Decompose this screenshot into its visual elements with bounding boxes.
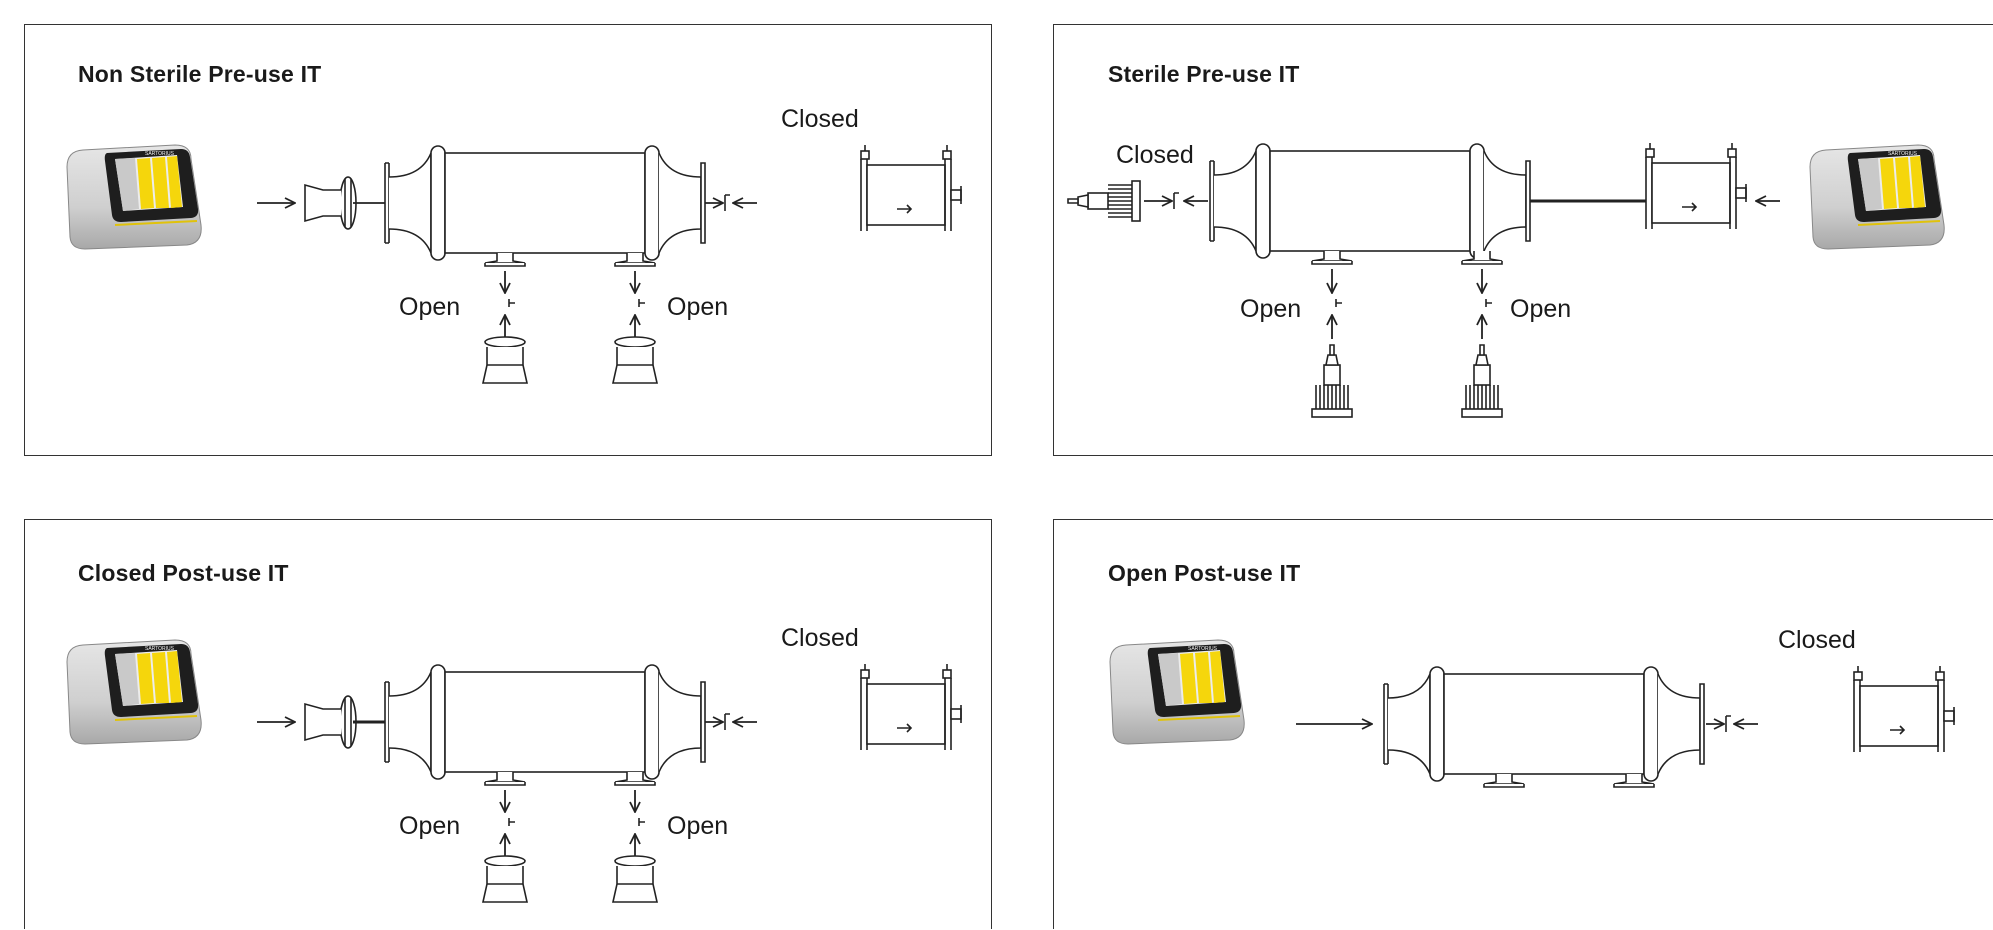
sterile-connector-icon xyxy=(1311,344,1353,418)
diagram-non-sterile-pre-use xyxy=(66,144,962,384)
closed-label: Closed xyxy=(781,105,859,133)
panel-open-post-use: Open Post-use IT Closed xyxy=(1053,519,1993,929)
clamp-icon xyxy=(724,194,731,212)
open-label-left: Open xyxy=(399,812,461,840)
sterile-connector-icon xyxy=(304,176,357,230)
open-label-right: Open xyxy=(667,293,729,321)
panel-title: Non Sterile Pre-use IT xyxy=(78,61,322,87)
panel-title: Closed Post-use IT xyxy=(78,560,289,586)
test-cartridge-icon xyxy=(860,663,962,751)
end-cap-icon xyxy=(482,855,528,903)
port-left-icon xyxy=(484,771,526,786)
port-right-icon xyxy=(1461,250,1503,265)
integrity-tester-icon xyxy=(1109,639,1246,745)
panel-sterile-pre-use: Sterile Pre-use IT Closed Open Open xyxy=(1053,24,1993,456)
test-cartridge-icon xyxy=(1645,142,1747,230)
panel-title: Open Post-use IT xyxy=(1108,560,1301,586)
open-label-left: Open xyxy=(399,293,461,321)
clamp-icon xyxy=(1725,715,1732,733)
closed-label: Closed xyxy=(1778,626,1856,654)
vent-filter-housing-icon xyxy=(1383,666,1705,782)
integrity-tester-icon xyxy=(1809,144,1946,250)
diagram-open-post-use xyxy=(1109,639,1955,788)
port-left-icon xyxy=(1311,250,1353,265)
sterile-connector-icon xyxy=(1067,180,1141,222)
panel-non-sterile-pre-use: Non Sterile Pre-use IT Closed Open Open xyxy=(24,24,992,456)
vent-filter-housing-icon xyxy=(384,145,706,261)
open-label-left: Open xyxy=(1240,295,1302,323)
integrity-tester-icon xyxy=(66,144,203,250)
sterile-connector-icon xyxy=(304,695,357,749)
closed-label: Closed xyxy=(781,624,859,652)
port-left-icon xyxy=(1483,773,1525,788)
clamp-icon xyxy=(1173,192,1180,210)
diagram-sterile-pre-use xyxy=(1067,142,1946,418)
open-label-right: Open xyxy=(667,812,729,840)
end-cap-icon xyxy=(482,336,528,384)
test-cartridge-icon xyxy=(1853,665,1955,753)
port-left-icon xyxy=(484,252,526,267)
sterile-connector-icon xyxy=(1461,344,1503,418)
integrity-tester-icon xyxy=(66,639,203,745)
panel-title: Sterile Pre-use IT xyxy=(1108,61,1300,87)
closed-label: Closed xyxy=(1116,141,1194,169)
vent-filter-housing-icon xyxy=(384,664,706,780)
clamp-icon xyxy=(724,713,731,731)
panel-closed-post-use: Closed Post-use IT Closed Open Open xyxy=(24,519,992,929)
end-cap-icon xyxy=(612,336,658,384)
open-label-right: Open xyxy=(1510,295,1572,323)
end-cap-icon xyxy=(612,855,658,903)
vent-filter-housing-icon xyxy=(1209,143,1531,259)
diagram-closed-post-use xyxy=(66,639,962,903)
test-cartridge-icon xyxy=(860,144,962,232)
